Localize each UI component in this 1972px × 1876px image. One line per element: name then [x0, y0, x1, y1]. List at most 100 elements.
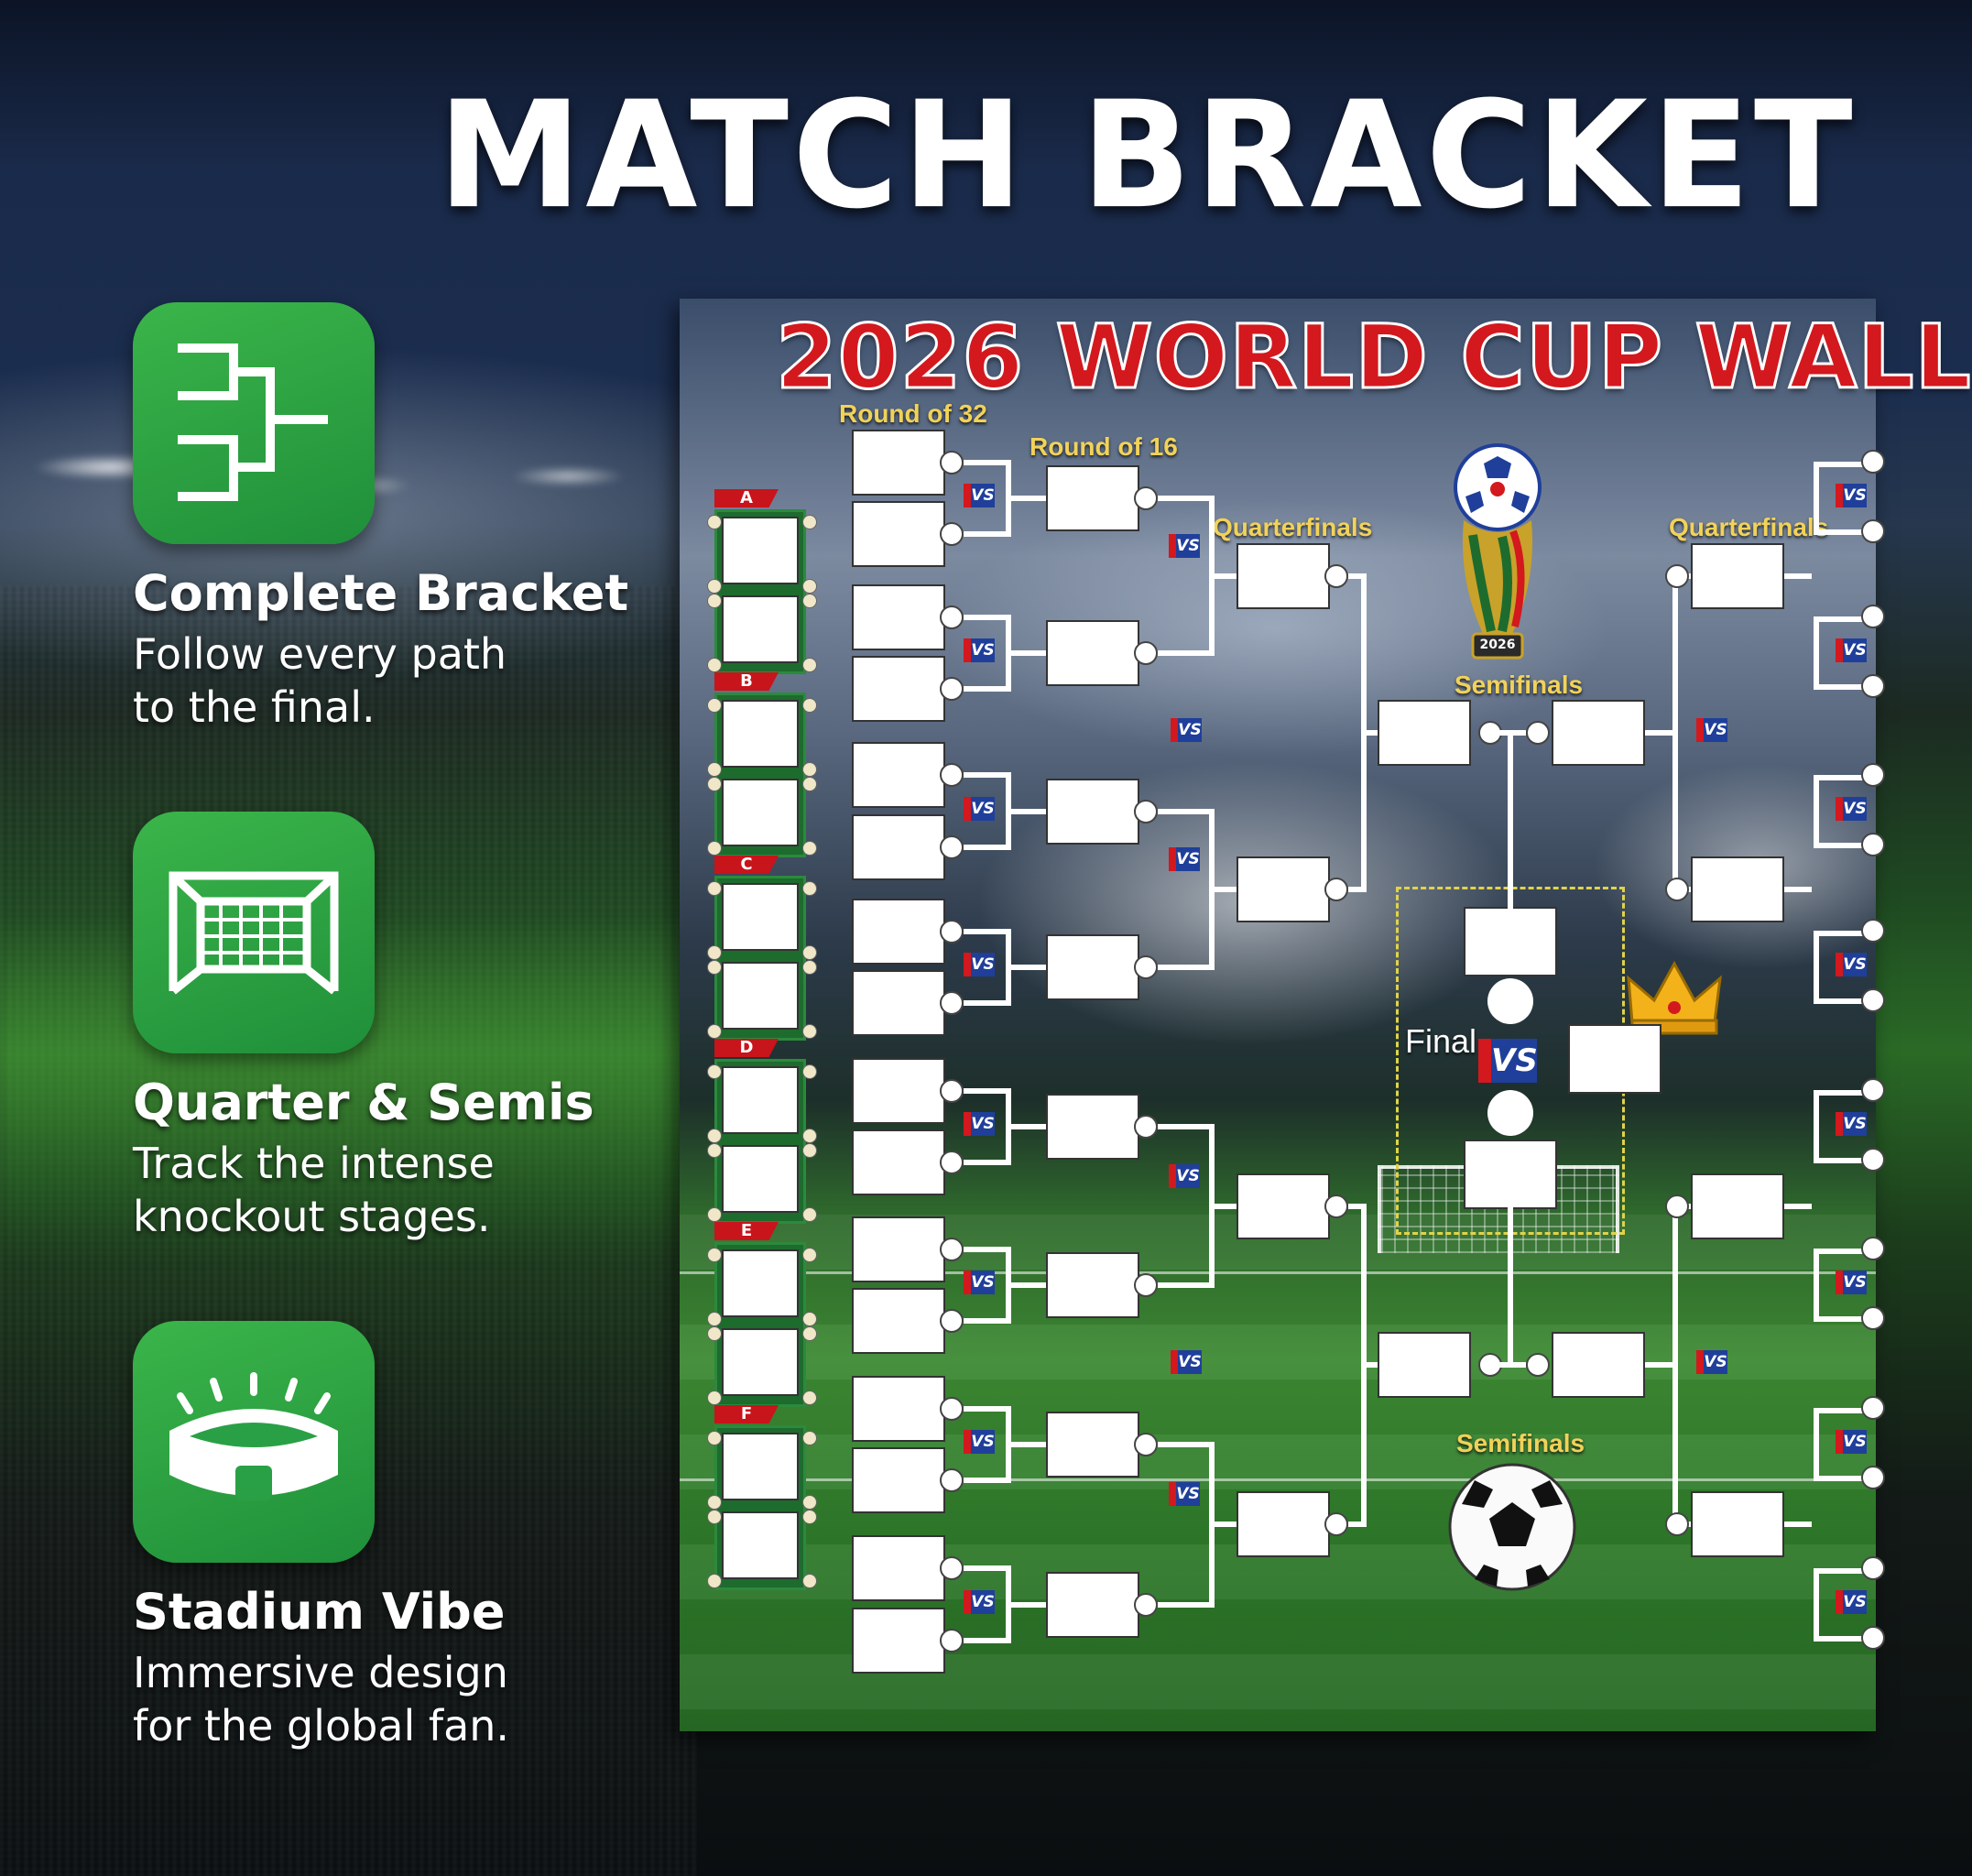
champion-slot[interactable] — [1568, 1024, 1661, 1094]
group-dot — [707, 579, 722, 594]
round-of-32-slot[interactable] — [852, 970, 945, 1036]
round-of-16-slot[interactable] — [1046, 1412, 1139, 1478]
bracket-line — [1348, 1203, 1365, 1209]
round-of-16-slot[interactable] — [1046, 1094, 1139, 1160]
connector-node — [1861, 1237, 1885, 1260]
quarterfinal-slot[interactable] — [1691, 1172, 1784, 1239]
group-dot — [802, 1064, 817, 1079]
connector-node — [1134, 641, 1158, 665]
round-of-16-slot[interactable] — [1046, 934, 1139, 1000]
bracket-line — [1814, 842, 1868, 848]
quarterfinal-slot[interactable] — [1237, 856, 1330, 922]
group-dot — [802, 579, 817, 594]
connector-node — [1134, 1115, 1158, 1139]
round-of-32-slot[interactable] — [852, 1608, 945, 1674]
bracket-line — [1814, 998, 1868, 1004]
feature-title: Quarter & Semis — [133, 1074, 594, 1131]
bracket-line — [964, 1318, 1009, 1324]
group-dot — [707, 1024, 722, 1039]
group-slot[interactable] — [722, 779, 799, 846]
round-of-32-slot[interactable] — [852, 742, 945, 808]
round-of-32-slot[interactable] — [852, 1535, 945, 1601]
round-of-32-slot[interactable] — [852, 584, 945, 650]
group-slot[interactable] — [722, 595, 799, 663]
group-dot — [707, 515, 722, 529]
group-slot[interactable] — [722, 962, 799, 1030]
connector-node — [1134, 486, 1158, 510]
round-of-32-slot[interactable] — [852, 1216, 945, 1282]
group-dot — [802, 945, 817, 960]
bracket-line — [964, 1406, 1009, 1412]
vs-badge: VS — [964, 1112, 995, 1136]
quarterfinal-slot[interactable] — [1691, 856, 1784, 922]
semifinal-slot[interactable] — [1552, 699, 1645, 766]
round-of-32-slot[interactable] — [852, 1058, 945, 1124]
group-slot[interactable] — [722, 1433, 799, 1500]
bracket-line — [1498, 729, 1526, 736]
bracket-line — [1209, 886, 1237, 892]
round-of-32-slot[interactable] — [852, 1129, 945, 1195]
quarterfinal-slot[interactable] — [1237, 1172, 1330, 1239]
bracket-line — [1814, 1158, 1868, 1163]
quarterfinal-slot[interactable] — [1237, 542, 1330, 609]
group-dot — [802, 1248, 817, 1262]
vs-badge: VS — [964, 1589, 995, 1614]
connector-node — [940, 1309, 964, 1333]
round-of-16-slot[interactable] — [1046, 465, 1139, 531]
connector-node — [1665, 877, 1689, 901]
group-slot[interactable] — [722, 1328, 799, 1396]
bracket-line — [1209, 1203, 1237, 1209]
group-slot[interactable] — [722, 1145, 799, 1213]
round-of-32-slot[interactable] — [852, 501, 945, 567]
bracket-line — [1006, 1442, 1046, 1447]
round-of-16-slot[interactable] — [1046, 1571, 1139, 1638]
vs-badge: VS — [1836, 638, 1867, 662]
round-of-32-slot[interactable] — [852, 656, 945, 722]
stadium-icon — [133, 1321, 375, 1563]
vs-badge: VS — [1836, 484, 1867, 507]
round-of-32-slot[interactable] — [852, 1447, 945, 1513]
group-dot — [707, 945, 722, 960]
round-of-32-slot[interactable] — [852, 1376, 945, 1442]
group-dot — [802, 762, 817, 777]
connector-node — [1134, 799, 1158, 823]
bracket-line — [1814, 774, 1819, 848]
group-slot[interactable] — [722, 517, 799, 584]
round-of-32-slot[interactable] — [852, 899, 945, 965]
quarterfinal-slot[interactable] — [1691, 1491, 1784, 1558]
round-of-16-slot[interactable] — [1046, 1252, 1139, 1318]
semifinal-slot[interactable] — [1552, 1332, 1645, 1399]
bracket-line — [1645, 729, 1676, 736]
group-dot — [802, 515, 817, 529]
feature-description: Follow every path to the final. — [133, 629, 507, 732]
bracket-icon — [133, 302, 375, 544]
feature-stadium-vibe: Stadium Vibe Immersive design for the gl… — [133, 1321, 719, 1752]
round-of-16-slot[interactable] — [1046, 778, 1139, 845]
group-slot[interactable] — [722, 700, 799, 768]
group-slot[interactable] — [722, 883, 799, 951]
round-of-16-slot[interactable] — [1046, 620, 1139, 686]
bracket-line — [964, 1247, 1009, 1252]
round-of-32-slot[interactable] — [852, 814, 945, 880]
quarterfinal-slot[interactable] — [1237, 1491, 1330, 1558]
vs-badge: VS — [964, 953, 995, 976]
semifinal-slot[interactable] — [1378, 699, 1471, 766]
feature-title: Complete Bracket — [133, 564, 629, 622]
bracket-line — [1814, 684, 1868, 690]
round-of-32-slot[interactable] — [852, 430, 945, 496]
vs-badge: VS — [1169, 1482, 1200, 1507]
quarterfinal-slot[interactable] — [1691, 542, 1784, 609]
group-slot[interactable] — [722, 1066, 799, 1134]
group-dot — [707, 841, 722, 856]
group-dot — [802, 960, 817, 975]
semifinal-slot[interactable] — [1378, 1332, 1471, 1399]
group-dot — [707, 881, 722, 896]
group-dot — [707, 1510, 722, 1524]
bracket-line — [1006, 965, 1046, 970]
group-slot[interactable] — [722, 1511, 799, 1579]
trophy-icon: 2026 — [1447, 443, 1548, 672]
connector-node — [1861, 674, 1885, 698]
round-of-32-slot[interactable] — [852, 1288, 945, 1354]
bracket-line — [1784, 1522, 1812, 1528]
group-slot[interactable] — [722, 1249, 799, 1317]
